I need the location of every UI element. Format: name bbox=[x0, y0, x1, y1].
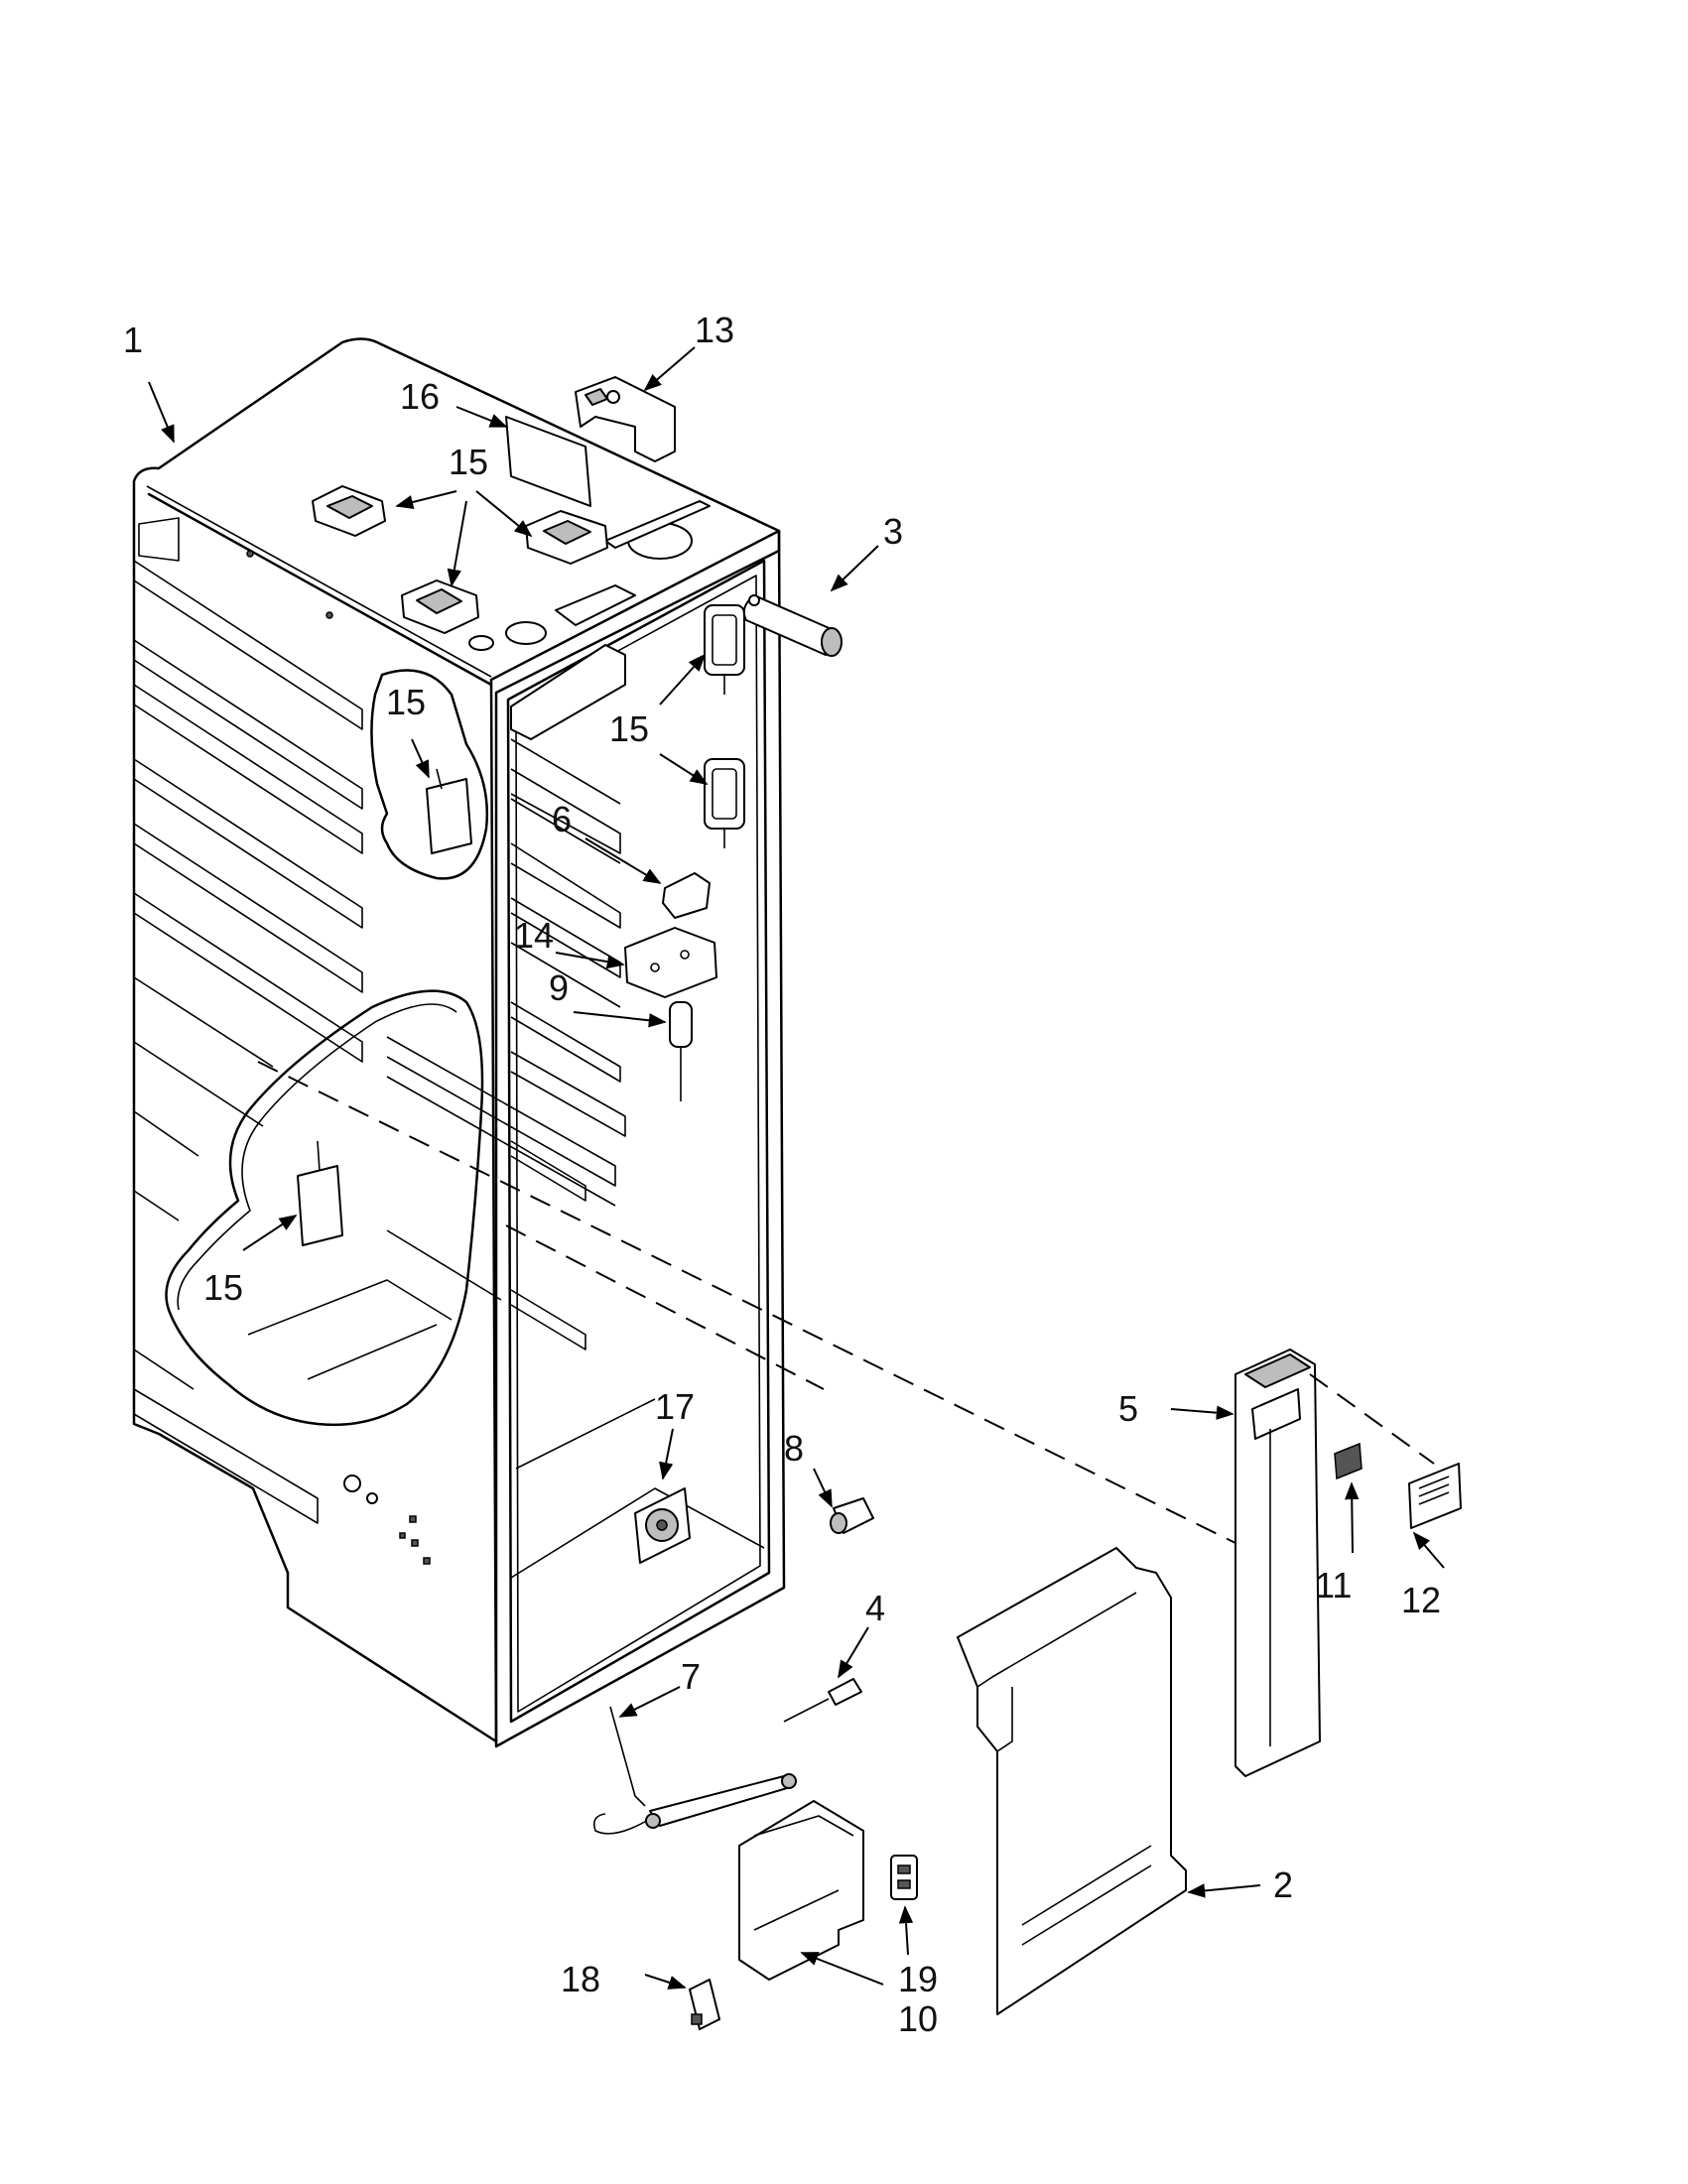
part-19-clip bbox=[890, 1855, 918, 1900]
callout-6: 6 bbox=[552, 799, 572, 839]
callout-10: 10 bbox=[898, 1998, 938, 2039]
part-5-control-housing bbox=[1234, 1349, 1321, 1777]
part-3-water-filter bbox=[742, 594, 843, 657]
part-4-sensor bbox=[783, 1678, 862, 1723]
part-16-light-shield bbox=[505, 416, 591, 507]
callout-17: 17 bbox=[655, 1386, 695, 1427]
part-11-switch bbox=[1334, 1442, 1363, 1480]
part-6-damper bbox=[662, 872, 711, 919]
callout-9: 9 bbox=[549, 967, 569, 1008]
callout-18: 18 bbox=[561, 1959, 600, 1999]
callout-16: 16 bbox=[400, 376, 440, 417]
callout-13: 13 bbox=[695, 310, 734, 350]
callout-2: 2 bbox=[1273, 1864, 1293, 1905]
callout-3: 3 bbox=[883, 511, 903, 552]
refrigerator-liner bbox=[132, 337, 786, 1748]
part-15-led-frame-b bbox=[704, 758, 745, 848]
part-18-plug bbox=[689, 1979, 720, 2030]
part-8-connector bbox=[830, 1497, 874, 1534]
callout-4: 4 bbox=[865, 1588, 885, 1628]
callout-8: 8 bbox=[784, 1428, 804, 1469]
part-15-led-top-c bbox=[401, 579, 479, 634]
callout-15: 15 bbox=[386, 682, 426, 722]
callout-7: 7 bbox=[681, 1656, 701, 1697]
liner-shelf-rails bbox=[133, 517, 363, 1524]
callout-1: 1 bbox=[123, 320, 143, 360]
part-15-led-top-a bbox=[312, 485, 386, 537]
callout-15: 15 bbox=[609, 708, 649, 749]
callout-labels: 1 13 16 15 3 15 15 6 14 9 15 17 8 5 11 1… bbox=[123, 310, 1441, 2039]
callout-12: 12 bbox=[1401, 1580, 1441, 1620]
part-15-led-side bbox=[426, 768, 472, 854]
part-12-cover bbox=[1408, 1463, 1462, 1529]
callout-19: 19 bbox=[898, 1959, 938, 1999]
callout-15: 15 bbox=[203, 1267, 243, 1308]
part-14-housing bbox=[624, 927, 717, 998]
part-13-bracket bbox=[575, 376, 676, 462]
callout-5: 5 bbox=[1118, 1388, 1138, 1429]
part-17-fan bbox=[634, 1487, 691, 1564]
dashed-connectors bbox=[257, 1061, 1435, 1544]
liner-inner-rails bbox=[386, 584, 636, 1350]
part-7-defrost-heater bbox=[592, 1706, 797, 1835]
callout-15: 15 bbox=[449, 442, 488, 482]
part-2-evaporator-cover bbox=[957, 1547, 1187, 2015]
leader-lines bbox=[148, 346, 1445, 1990]
part-9-thermistor bbox=[669, 1001, 693, 1101]
part-15-led-frame-a bbox=[704, 604, 745, 695]
part-15-led-top-b bbox=[525, 510, 608, 565]
callout-14: 14 bbox=[514, 915, 554, 956]
callout-11: 11 bbox=[1315, 1565, 1352, 1606]
part-10-duct bbox=[738, 1800, 864, 1981]
part-15-led-lower bbox=[297, 1140, 343, 1246]
